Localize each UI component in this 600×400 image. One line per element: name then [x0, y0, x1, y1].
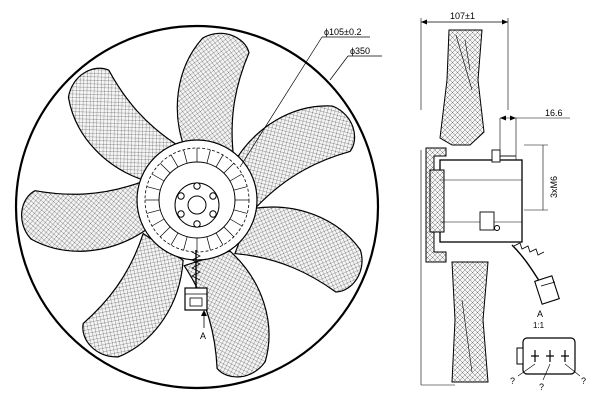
- view-marker-label: A: [200, 331, 206, 341]
- fan-blade: [231, 105, 356, 208]
- hub-rib: [215, 154, 224, 168]
- hub-bolt-holes: [177, 182, 217, 228]
- hub-diameter-leader: [239, 36, 323, 168]
- hub-radial-ribs: [145, 148, 249, 252]
- fan-blade: [82, 232, 184, 358]
- hub-rib: [229, 173, 243, 182]
- hub-rib: [159, 226, 171, 238]
- hub-rib: [233, 186, 248, 191]
- side-cable: [511, 244, 541, 283]
- hub-rib: [151, 173, 165, 182]
- hub-rib: [146, 186, 161, 191]
- depth-label: 107±1: [450, 11, 475, 21]
- hub-rib: [215, 232, 224, 246]
- fan-blade: [234, 206, 363, 293]
- offset-label: 16.6: [545, 108, 563, 118]
- side-view: 107±1 16.6 3xM6: [420, 11, 586, 392]
- hub-rib: [206, 149, 211, 164]
- detail-label: A: [537, 309, 543, 319]
- fan-diameter-leader: [329, 55, 349, 81]
- blades: [21, 32, 363, 378]
- hub-rib: [170, 154, 179, 168]
- motor-terminal: [479, 211, 495, 231]
- front-cable-braid: [191, 251, 201, 281]
- front-view: A ϕ105±0.2 ϕ350: [14, 24, 382, 390]
- hub-rib: [206, 236, 211, 251]
- hub-rib: [233, 209, 248, 214]
- hub-diameter-label: ϕ105±0.2: [324, 27, 362, 37]
- pin-mark-3: ?: [581, 376, 586, 386]
- hub-rib: [183, 149, 188, 164]
- detail-scale: 1:1: [533, 321, 545, 330]
- hub-rib: [223, 226, 235, 238]
- hub-rib: [159, 162, 171, 174]
- thread-label: 3xM6: [549, 176, 559, 198]
- view-arrow-head: [201, 310, 207, 316]
- hub-rib: [229, 218, 243, 227]
- pin-mark-1: ?: [510, 376, 515, 386]
- hub-rib: [170, 232, 179, 246]
- lower-blade-section: [451, 261, 489, 383]
- motor-mount-block: [429, 169, 445, 233]
- fan-blade: [67, 67, 185, 183]
- detail-pins: [531, 350, 569, 362]
- upper-blade-section: [439, 29, 485, 146]
- fan-blade: [176, 32, 250, 161]
- hub-rib: [146, 209, 161, 214]
- hub-rib: [183, 236, 188, 251]
- side-connector: [534, 275, 560, 305]
- pin-mark-2: ?: [539, 382, 544, 392]
- shaft-center: [187, 195, 207, 215]
- fan-diameter-label: ϕ350: [350, 46, 370, 56]
- hub-rib: [151, 218, 165, 227]
- hub-rib: [223, 162, 235, 174]
- fan-blade: [21, 180, 148, 252]
- fan-blade: [183, 250, 270, 378]
- outer-ring: [14, 24, 380, 390]
